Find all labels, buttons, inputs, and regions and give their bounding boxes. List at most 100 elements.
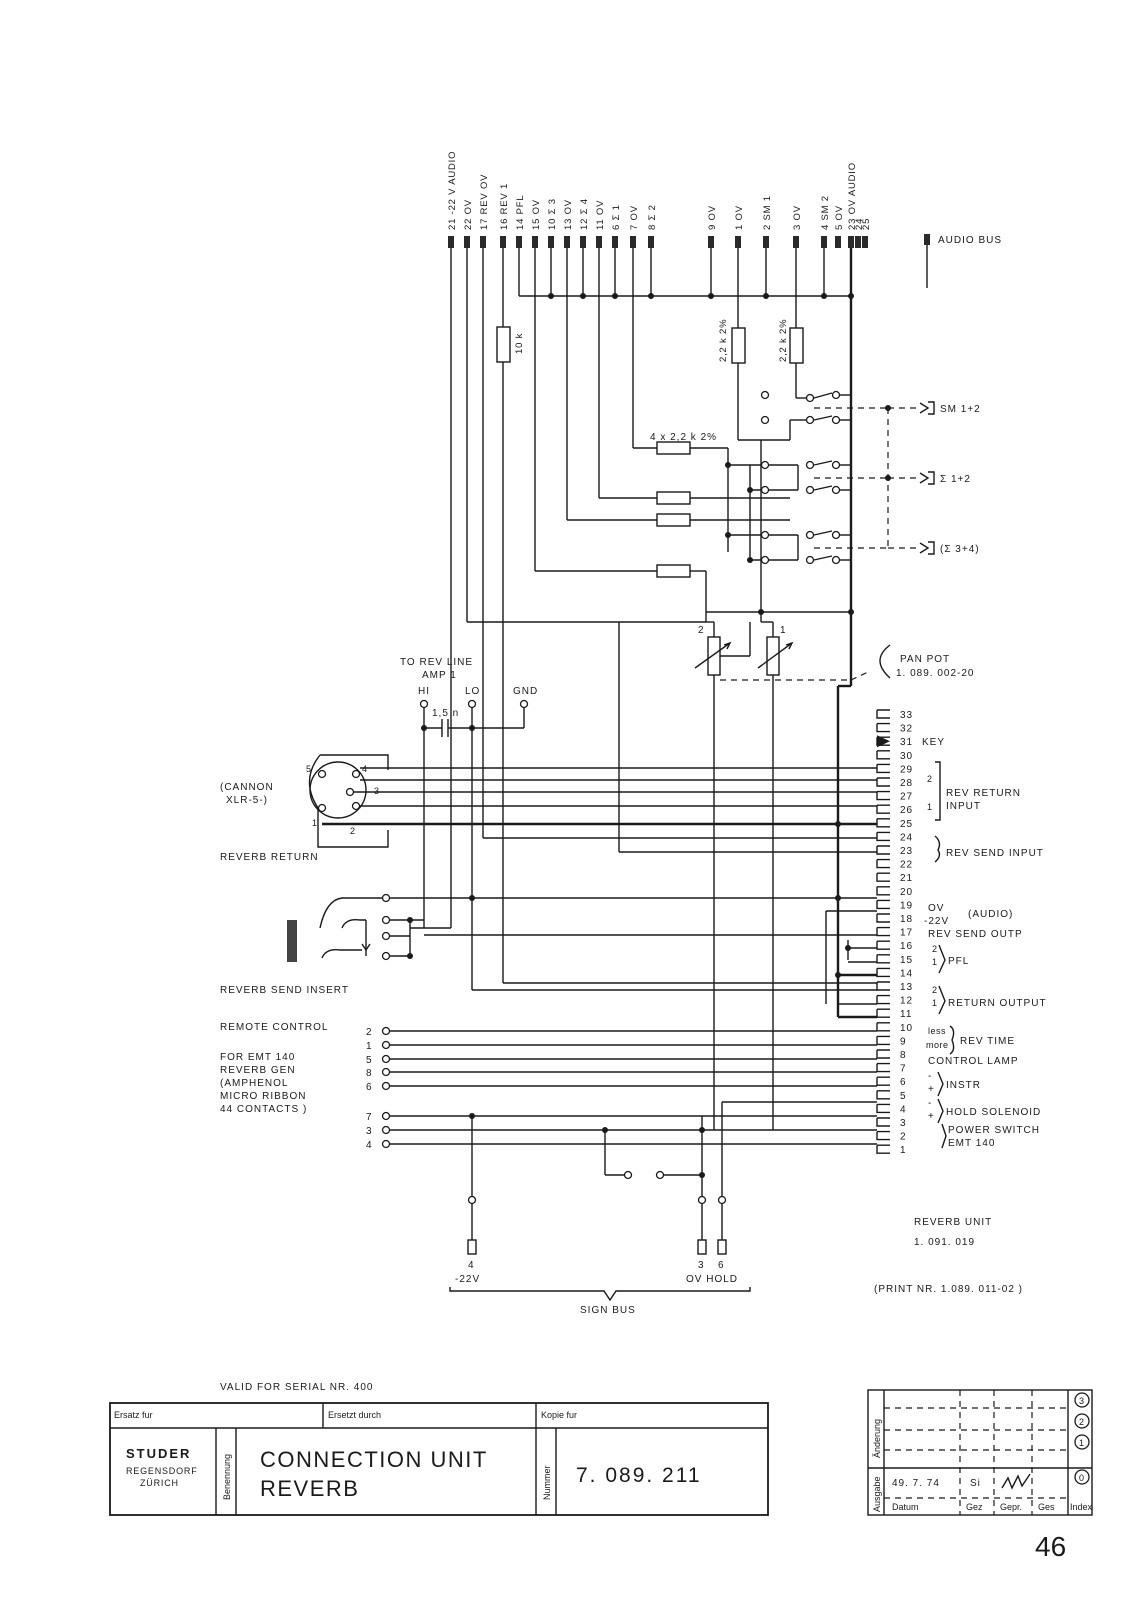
audio-bus-pin: [580, 236, 586, 248]
connector-pin: [876, 1117, 890, 1127]
remote-title: REMOTE CONTROL: [220, 1022, 328, 1033]
remote-desc-2: (AMPHENOL: [220, 1078, 288, 1089]
conn-ro-2: 2: [932, 985, 938, 995]
connector-pin-num: 10: [900, 1023, 913, 1034]
tb-ausgabe: Ausgabe: [872, 1476, 882, 1512]
conn-rev-return2: INPUT: [946, 801, 981, 812]
rev-line-title: TO REV LINE: [400, 657, 473, 668]
connector-pin-num: 22: [900, 860, 913, 871]
pan-pot-title: PAN POT: [900, 654, 950, 665]
tb-col-ges: Ges: [1038, 1502, 1055, 1512]
pushbutton-sigma34-label: (Σ 3+4): [940, 544, 980, 555]
connector-pin-num: 21: [900, 873, 913, 884]
audio-bus-pin-label: 25: [861, 218, 872, 230]
connector-pin-num: 23: [900, 846, 913, 857]
title-block: VALID FOR SERIAL NR. 400 Ersatz fur Erse…: [109, 1382, 1093, 1516]
tb-date: 49. 7. 74: [892, 1478, 940, 1489]
audio-bus-pin-label: 15 OV: [531, 199, 542, 230]
audio-bus-pin: [516, 236, 522, 248]
switch-matrix: [705, 390, 920, 622]
audio-bus-pin-label: 4 SM 2: [820, 195, 831, 230]
tb-brand: STUDER: [126, 1446, 191, 1461]
connector-pin-num: 30: [900, 751, 913, 762]
audio-bus-pin-label: 11 OV: [595, 200, 606, 230]
audio-bus-pin: [793, 236, 799, 248]
connector-pin: [876, 1090, 890, 1100]
tb-rev-1: 1: [1079, 1438, 1084, 1448]
connector-pin: [876, 1008, 890, 1018]
audio-bus-pin-label: 8 Σ 2: [647, 204, 658, 230]
conn-pfl: PFL: [948, 956, 969, 967]
audio-bus-pin-label: 17 REV OV: [479, 174, 490, 230]
remote-desc-3: MICRO RIBBON: [220, 1091, 306, 1102]
connector-pin-num: 7: [900, 1064, 907, 1075]
xlr-pin-5: 5: [306, 764, 312, 774]
remote-control: REMOTE CONTROL FOR EMT 140 REVERB GEN (A…: [220, 1022, 877, 1196]
connector-pin: [876, 709, 890, 719]
conn-hold: HOLD SOLENOID: [946, 1107, 1041, 1118]
rev-line-sub: AMP 1: [422, 670, 457, 681]
audio-bus-pin-label: 7 OV: [629, 205, 640, 230]
conn-instr-plus: +: [928, 1084, 935, 1095]
audio-bus-pin-label: 10 Σ 3: [547, 198, 558, 230]
remote-contact-num: 5: [366, 1055, 373, 1066]
remote-contact: [381, 1054, 391, 1064]
connector-pin-num: 27: [900, 792, 913, 803]
connector-pin-num: 6: [900, 1077, 907, 1088]
resistor-sm2: 2,2 k 2%: [778, 319, 804, 398]
xlr-connector: 5 4 3 1 2 (CANNON XLR-5-) REVERB RETURN: [220, 754, 877, 863]
conn-audio: (AUDIO): [968, 909, 1013, 920]
audio-bus-pin: [500, 236, 506, 248]
tb-col-gepr: Gepr.: [1000, 1502, 1022, 1512]
audio-bus-legend-pin: [924, 234, 930, 245]
tb-rev-0: 0: [1079, 1473, 1084, 1483]
conn-ov: OV: [928, 903, 944, 914]
conn-rr-2: 2: [927, 774, 933, 784]
connector-pin: [876, 1130, 890, 1141]
pushbutton-sigma12-label: Σ 1+2: [940, 474, 971, 485]
pushbutton-sigma34: (Σ 3+4): [919, 541, 980, 555]
connector-pin: [876, 913, 890, 923]
connector-pin: [876, 750, 890, 760]
audio-bus-pin: [708, 236, 714, 248]
pushbutton-sigma12: Σ 1+2: [919, 471, 971, 485]
pan-pot-part: 1. 089. 002-20: [896, 668, 975, 679]
connector-pin: [876, 818, 890, 828]
tb-rev-2: 2: [1079, 1417, 1084, 1427]
sign-bus-hold: OV HOLD: [686, 1274, 738, 1285]
tb-col-index: Index: [1070, 1502, 1093, 1512]
connector-pin: [876, 1035, 890, 1046]
audio-bus-pin: [480, 236, 486, 248]
audio-bus-pin: [630, 236, 636, 248]
rev-line-amp: TO REV LINE AMP 1 HI LO GND 1,5 n: [400, 657, 537, 982]
pan-pot-1-num: 2: [698, 625, 705, 636]
sign-bus-num-3: 3: [698, 1260, 705, 1271]
connector-pin-num: 19: [900, 900, 913, 911]
connector-pin: [876, 722, 890, 733]
tb-kopie: Kopie fur: [541, 1410, 577, 1420]
audio-bus-pin: [862, 236, 868, 248]
tb-number: 7. 089. 211: [576, 1464, 702, 1487]
connector-pin: [876, 940, 890, 950]
tb-title2: REVERB: [260, 1476, 359, 1501]
remote-contact: [381, 1067, 391, 1077]
send-insert-jack: REVERB SEND INSERT: [220, 893, 877, 996]
pushbutton-sm-label: SM 1+2: [940, 404, 981, 415]
resistor-10k: 10 k: [496, 326, 525, 363]
unit-title: REVERB UNIT: [914, 1217, 992, 1228]
valid-serial: VALID FOR SERIAL NR. 400: [220, 1382, 374, 1393]
conn-m22v: -22V: [924, 916, 949, 927]
tb-ersetzt: Ersetzt durch: [328, 1410, 381, 1420]
connector-pin-num: 17: [900, 928, 913, 939]
connector-pin: [876, 1049, 890, 1059]
connector-pin-num: 24: [900, 832, 913, 843]
send-insert-caption: REVERB SEND INSERT: [220, 985, 349, 996]
connector-pin: [876, 872, 890, 882]
connector-pin: [876, 804, 890, 814]
pushbutton-sm: SM 1+2: [919, 401, 981, 415]
connector-pin: [876, 777, 890, 787]
connector-pin: [876, 994, 890, 1005]
key-icon: [877, 735, 890, 748]
audio-bus-pin: [596, 236, 602, 248]
audio-bus-pin: [564, 236, 570, 248]
